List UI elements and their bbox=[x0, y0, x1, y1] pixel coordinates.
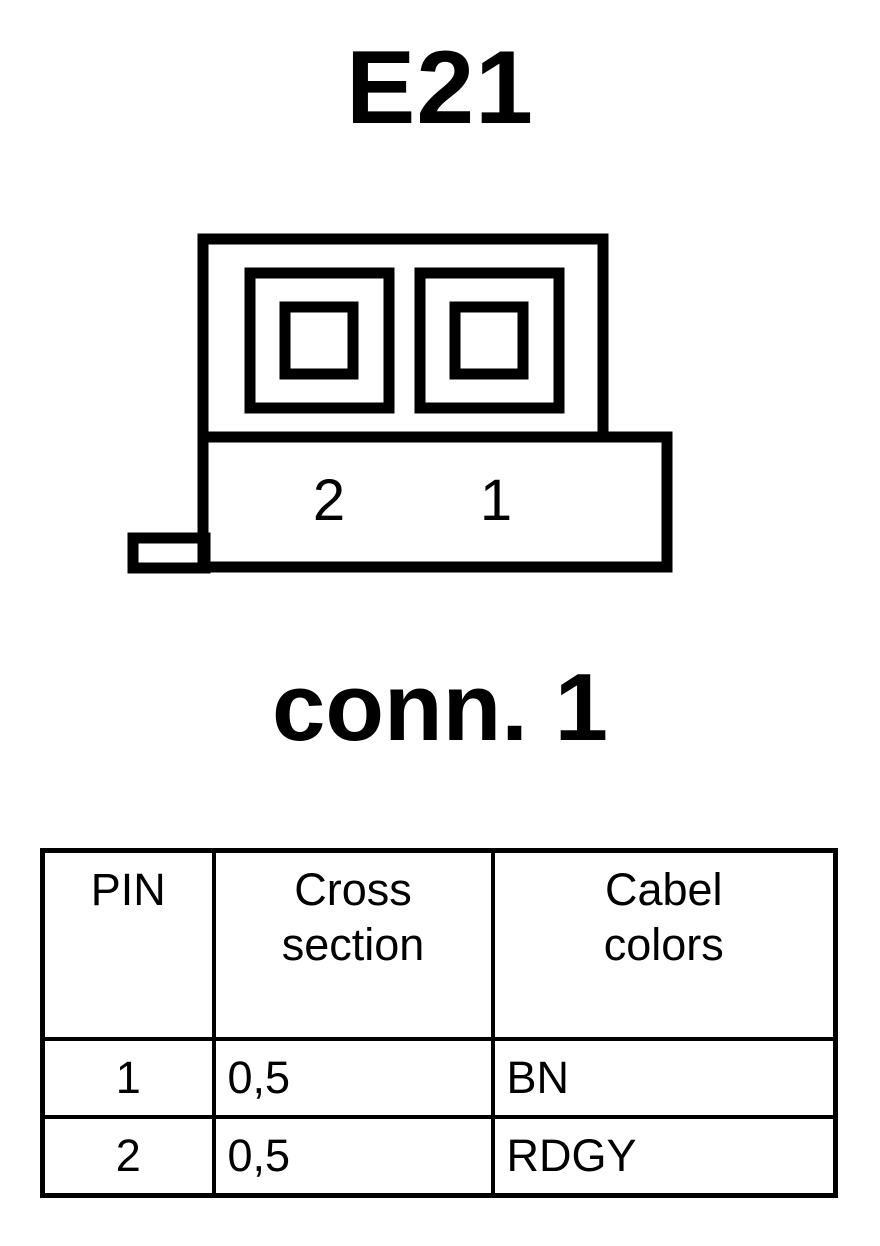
header-cell-cross-section: Cross section bbox=[211, 848, 495, 1041]
header-colors-line-2: colors bbox=[603, 918, 724, 970]
header-cell-cabel-colors: Cabel colors bbox=[490, 848, 838, 1041]
cell-cross-section: 0,5 bbox=[211, 1037, 495, 1119]
page-title: E21 bbox=[345, 30, 535, 146]
cavity-2-outer bbox=[244, 267, 395, 414]
cavity-2-inner bbox=[279, 301, 359, 380]
cell-cabel-colors: RDGY bbox=[490, 1115, 838, 1198]
connector-pin-label-2: 2 bbox=[313, 468, 345, 533]
pin-table-container: PIN Cross section Cabel colors 1 0,5 BN … bbox=[40, 848, 838, 1198]
header-pin-line-1: PIN bbox=[90, 864, 166, 915]
connector-svg: 2 1 bbox=[127, 233, 673, 574]
pin-table: PIN Cross section Cabel colors 1 0,5 BN … bbox=[40, 848, 838, 1198]
cell-pin: 2 bbox=[40, 1115, 216, 1198]
cavity-1-inner bbox=[449, 301, 529, 380]
connector-lower-body bbox=[197, 431, 673, 573]
table-row: 1 0,5 BN bbox=[40, 1037, 838, 1119]
connector-latch-tab bbox=[127, 532, 211, 574]
header-cell-pin: PIN bbox=[40, 848, 216, 1041]
table-row: 2 0,5 RDGY bbox=[40, 1115, 838, 1198]
header-cross-line-2: section bbox=[281, 918, 425, 970]
cavity-1-outer bbox=[414, 267, 565, 414]
cell-pin: 1 bbox=[40, 1037, 216, 1119]
cell-cabel-colors: BN bbox=[490, 1037, 838, 1119]
connector-caption: conn. 1 bbox=[271, 654, 609, 761]
cell-cross-section: 0,5 bbox=[211, 1115, 495, 1198]
table-header-row: PIN Cross section Cabel colors bbox=[40, 848, 838, 1041]
header-colors-line-1: Cabel bbox=[604, 864, 723, 915]
header-cross-line-1: Cross bbox=[294, 864, 412, 915]
connector-diagram: 2 1 bbox=[0, 220, 880, 590]
connector-pin-label-1: 1 bbox=[480, 468, 512, 533]
